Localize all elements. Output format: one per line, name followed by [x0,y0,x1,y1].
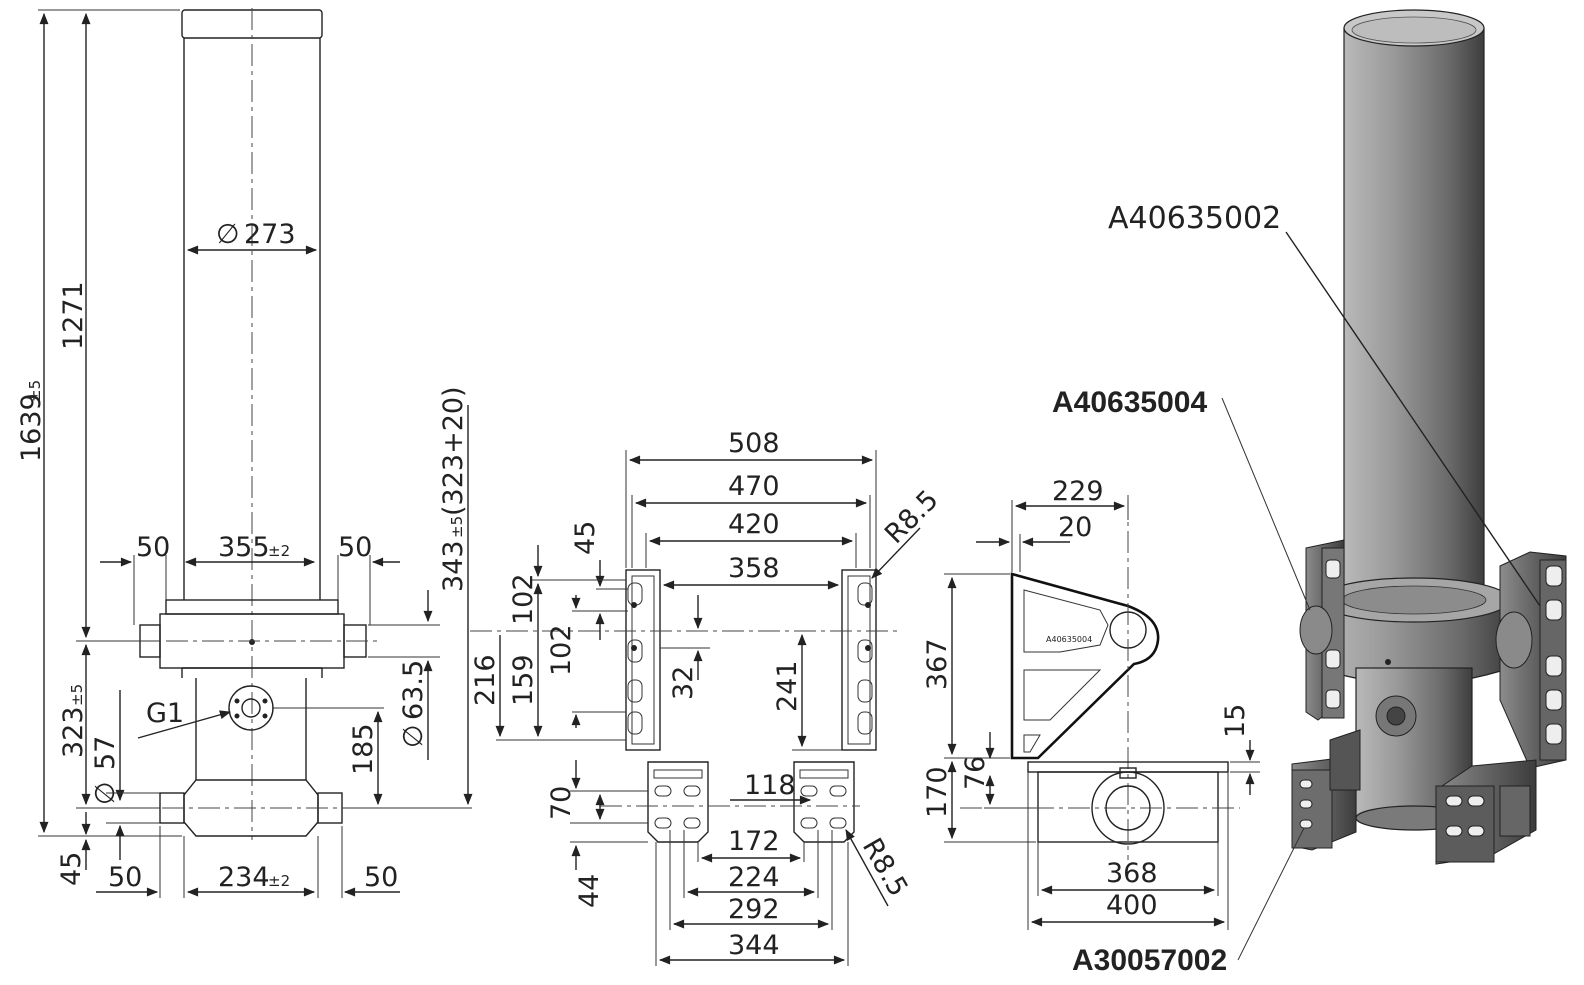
side-width-bottom-outer-label: 400 [1106,890,1158,921]
base-width-3-label: 292 [728,894,780,925]
lower-height-tol: ±5 [68,684,86,706]
port-label: G1 [146,698,184,729]
base-right-offset-label: 50 [364,862,398,893]
side-bracket-stamp: A40635004 [1046,635,1092,644]
side-view: A40635004 229 20 367 170 7 [922,476,1260,930]
slot-spacing-2-label: 102 [546,624,577,676]
stroke-length-label: 1271 [58,281,89,350]
base-width-2-label: 224 [728,862,780,893]
right-base-plate [793,761,855,843]
base-width-tol: ±2 [268,872,290,890]
base-plate-offset-label: 44 [574,874,605,908]
install-height-label: 343 [438,540,469,592]
bottom-pin-diameter-symbol: ∅ [90,781,121,805]
port-flange-diameter-label: 63.5 [398,660,429,720]
bracket-width-inner-label: 358 [728,553,780,584]
front-view: 1639 ±5 1271 323 ±5 ∅ 57 45 ∅ 273 50 355 [16,8,473,898]
overall-height-label: 1639 [16,393,47,462]
base-width-1-label: 172 [728,826,780,857]
slot-spacing-1-label: 102 [508,573,539,625]
lower-height-label: 323 [58,706,89,758]
trunnion-left-offset-label: 50 [136,532,170,563]
iso-top-bracket-left [1299,539,1345,721]
bottom-pin-diameter-label: 57 [90,736,121,770]
left-base-plate [647,761,709,843]
pin-to-base-label: 216 [470,654,501,706]
side-offset-top-label: 20 [1058,512,1092,543]
iso-bottom-bracket-right [1435,759,1537,865]
part-top-bracket-label: A40635004 [1052,386,1207,419]
iso-cylinder-tube [1343,27,1485,619]
base-plate-height-label: 70 [546,786,577,820]
iso-top-bracket-right [1495,551,1567,769]
trunnion-body [130,599,380,780]
iso-view: A40635002 A40635004 A30057002 [1052,9,1567,977]
tube-diameter-symbol: ∅ [216,219,240,250]
bracket-radius-bottom-label: R8.5 [856,833,914,902]
trunnion-width-label: 355 [218,532,270,563]
side-thickness-label: 15 [1220,704,1251,738]
port-height-label: 185 [348,723,379,775]
trunnion-width-tol: ±2 [268,542,290,560]
hydraulic-port [228,685,274,731]
side-width-bottom-label: 368 [1106,858,1158,889]
iso-bottom-bracket-left [1291,729,1361,851]
side-height-lower-label: 170 [922,766,953,818]
tube-diameter-label: 273 [244,219,296,250]
base-width-label: 234 [218,862,270,893]
left-bracket-plate [625,569,661,751]
overall-height-tol: ±5 [26,380,44,402]
slot-offset-label: 32 [668,666,699,700]
slot-top-label: 45 [570,521,601,555]
bottom-offset-label: 45 [56,852,87,886]
install-height-tol: ±5 [448,516,466,538]
right-height-label: 241 [772,660,803,712]
slot-block-label: 159 [508,654,539,706]
bracket-view: 508 470 420 358 R8.5 45 102 159 102 216 [470,428,945,966]
bracket-width-3-label: 420 [728,509,780,540]
side-height-lower-2-label: 76 [960,756,991,790]
part-cylinder-label: A40635002 [1108,201,1281,236]
port-flange-diameter-symbol: ∅ [398,724,429,748]
install-height-note: (323+20) [438,386,469,516]
bracket-width-outer-label: 508 [728,428,780,459]
base-width-4-label: 344 [728,930,780,961]
bracket-width-2-label: 470 [728,471,780,502]
base-hole-gap-label: 118 [744,770,796,801]
side-width-top-label: 229 [1052,476,1104,507]
bracket-radius-top-label: R8.5 [879,484,945,550]
side-bracket-profile: A40635004 [1010,572,1160,760]
right-bracket-plate [841,569,877,751]
part-bottom-bracket-label: A30057002 [1072,944,1227,977]
base-left-offset-label: 50 [108,862,142,893]
trunnion-right-offset-label: 50 [338,532,372,563]
side-height-label: 367 [922,638,953,690]
